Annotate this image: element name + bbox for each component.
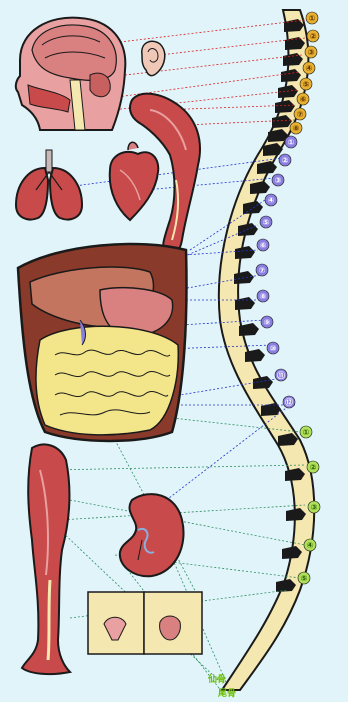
ear-illustration xyxy=(142,41,165,75)
cervical-label-3: ③ xyxy=(308,48,315,57)
thoracic-label-5: ⑤ xyxy=(263,218,270,227)
cervical-label-2: ② xyxy=(310,32,317,41)
cervical-label-7: ⑦ xyxy=(297,110,304,119)
thoracic-label-12: ⑫ xyxy=(285,397,293,407)
vertebra-process-17 xyxy=(239,323,259,336)
leg-illustration xyxy=(22,444,70,674)
thoracic-label-8: ⑧ xyxy=(260,292,267,301)
cervical-label-4: ④ xyxy=(306,64,313,73)
cervical-label-6: ⑥ xyxy=(300,95,307,104)
cervical-label-5: ⑤ xyxy=(303,80,310,89)
head-brain-illustration xyxy=(16,18,126,130)
cervical-label-8: ⑧ xyxy=(293,124,300,133)
thoracic-label-9: ⑨ xyxy=(264,318,271,327)
thoracic-label-3: ③ xyxy=(275,176,282,185)
lungs-illustration xyxy=(16,150,82,219)
thoracic-label-7: ⑦ xyxy=(259,266,266,275)
thoracic-label-6: ⑥ xyxy=(260,241,267,250)
thoracic-label-11: ⑪ xyxy=(277,370,285,380)
lumbar-label-4: ④ xyxy=(307,541,314,550)
thoracic-label-1: ① xyxy=(288,138,295,147)
thoracic-label-10: ⑩ xyxy=(270,344,277,353)
lumbar-label-5: ⑤ xyxy=(301,574,308,583)
sacrum-label: 仙骨 xyxy=(208,673,226,685)
lumbar-label-1: ① xyxy=(303,428,310,437)
lumbar-label-2: ② xyxy=(310,463,317,472)
kidney-illustration xyxy=(120,494,184,576)
heart-illustration xyxy=(110,142,159,220)
abdominal-organs-illustration xyxy=(18,244,186,441)
pelvic-organs-illustration xyxy=(88,592,202,654)
cervical-label-1: ① xyxy=(309,14,316,23)
lumbar-label-3: ③ xyxy=(311,503,318,512)
coccyx-label: 尾骨 xyxy=(217,688,236,699)
thoracic-label-4: ④ xyxy=(268,196,275,205)
thoracic-label-2: ② xyxy=(282,156,289,165)
